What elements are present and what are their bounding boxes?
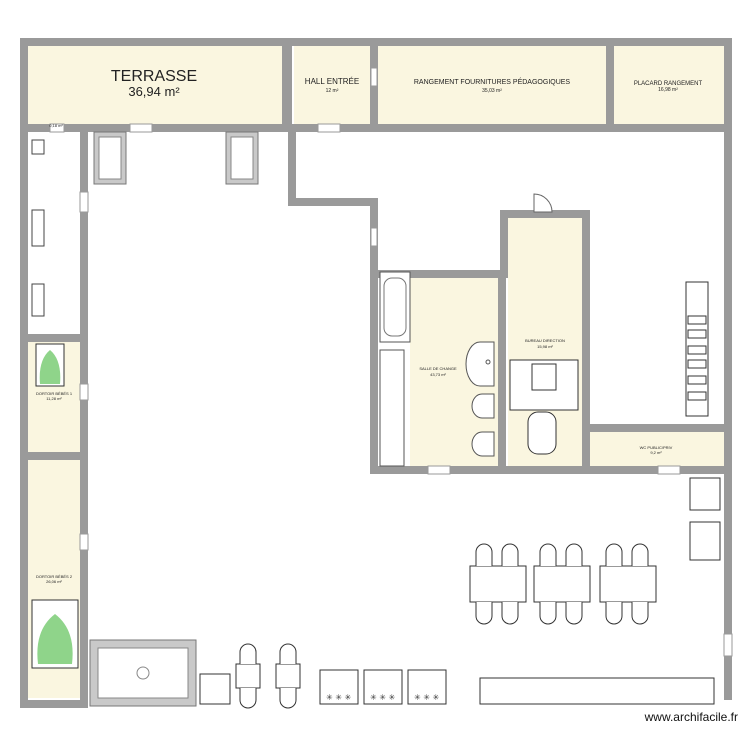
room-hall-entree[interactable] [294,46,370,124]
kitchen-marks: ✳ ✳ ✳ ✳ ✳ ✳ ✳ ✳ ✳ [326,693,439,702]
play-rug [89,639,197,707]
crib-dortoir-1 [35,343,65,387]
svg-text:✳ ✳ ✳: ✳ ✳ ✳ [326,693,351,702]
door-swing-bureau [533,193,553,213]
terrasse-name: TERRASSE [111,68,197,85]
room-placard-rangement[interactable] [614,46,724,124]
room-rangement-fournitures[interactable] [378,46,606,124]
office-desk [509,359,579,455]
sanitary-salle-change [465,341,495,457]
crib-dortoir-2 [31,599,79,669]
room-wc-public[interactable] [590,432,724,468]
salle-change-name: SALLE DE CHANGE [419,366,457,371]
openings [49,67,733,657]
hall-area: 12 m² [326,88,339,94]
terrasse-area: 36,94 m² [128,84,180,99]
high-chairs [235,643,301,709]
small-corner-area: 0,18 m² [49,123,63,128]
dortoir2-area: 26,06 m² [46,579,62,584]
wc-public-name: WC PUBLIC/PRIV [640,445,673,450]
changing-table [379,349,405,467]
wall-sinks-right [689,477,721,561]
svg-text:✳ ✳ ✳: ✳ ✳ ✳ [414,693,439,702]
kitchen-units [319,669,715,705]
dortoir1-area: 11,28 m² [46,396,62,401]
rangement-name: RANGEMENT FOURNITURES PÉDAGOGIQUES [414,77,571,86]
bureau-name: BUREAU DIRECTION [525,338,565,343]
placard-name: PLACARD RANGEMENT [634,81,703,87]
dortoir1-name: DORTOIR BÉBÉS 1 [36,391,73,396]
walls [20,38,732,708]
rug-top-right [225,131,259,185]
room-terrasse[interactable] [26,46,282,124]
bureau-area: 15,98 m² [537,344,553,349]
low-cabinet [199,673,231,705]
watermark-archifacile[interactable]: www.archifacile.fr [644,710,738,724]
hall-name: HALL ENTRÉE [305,77,359,86]
dortoir2-name: DORTOIR BÉBÉS 2 [36,574,73,579]
room-fills [26,46,724,698]
svg-text:✳ ✳ ✳: ✳ ✳ ✳ [370,693,395,702]
utility-fixtures [31,139,45,317]
shelving-unit [685,281,709,417]
salle-change-area: 43,73 m² [430,372,446,377]
room-utility-left[interactable] [28,132,80,334]
bathtub [379,271,411,343]
placard-area: 16,98 m² [658,87,678,93]
wc-public-area: 9,2 m² [650,450,662,455]
room-labels: TERRASSE 36,94 m² HALL ENTRÉE 12 m² RANG… [36,68,703,584]
dining-tables [469,543,657,625]
rangement-area: 35,03 m² [482,88,502,94]
rug-top-left [93,131,127,185]
